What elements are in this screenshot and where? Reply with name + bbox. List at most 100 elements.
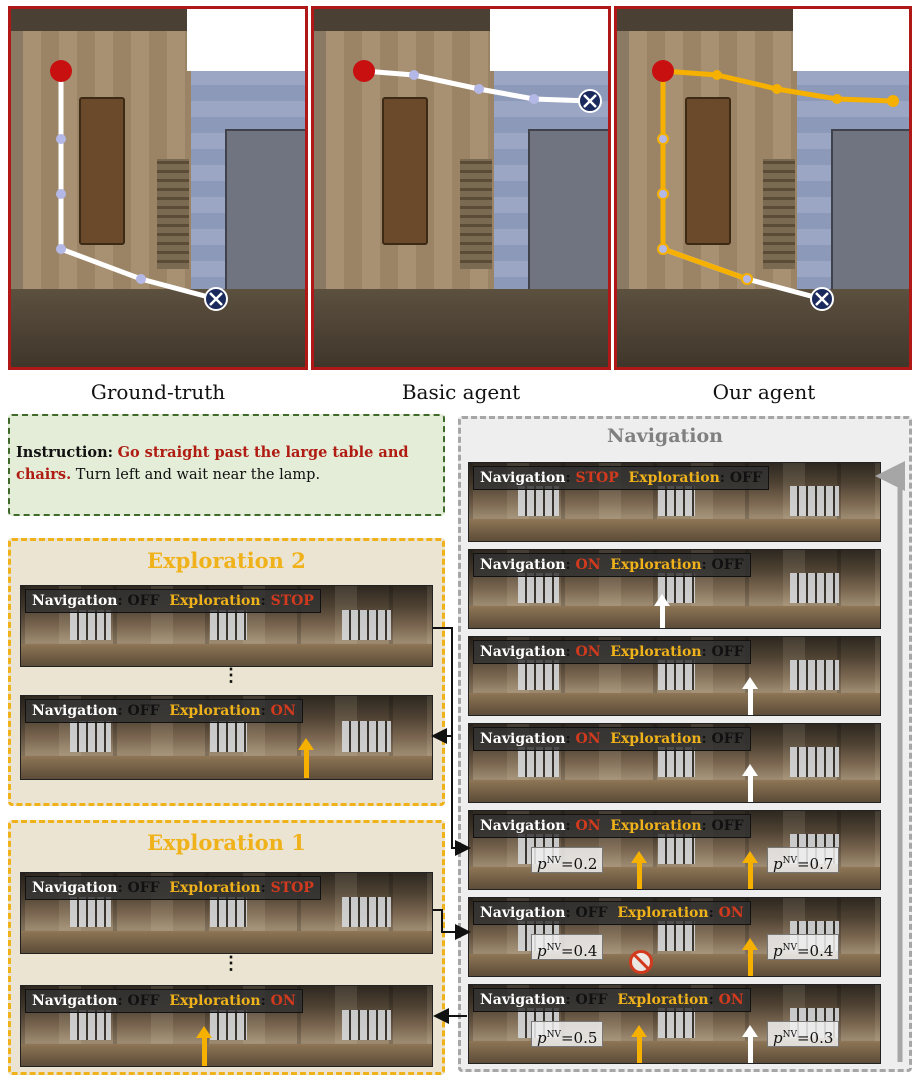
direction-arrow	[742, 1025, 758, 1063]
map-basic-agent	[311, 6, 611, 370]
status-bar: Navigation: OFF Exploration: ON	[25, 989, 303, 1013]
status-nav-label: Navigation	[32, 593, 118, 609]
status-nav-label: Navigation	[480, 470, 566, 486]
p-nv-left-box: pNV=0.5	[531, 1021, 604, 1047]
status-bar: Navigation: OFF Exploration: ON	[25, 699, 303, 723]
direction-arrow	[742, 677, 758, 715]
status-bar: Navigation: OFF Exploration: ON	[473, 901, 751, 925]
exp2-panorama-1: Navigation: OFF Exploration: STOP	[20, 585, 433, 667]
exploration-1-title: Exploration 1	[147, 830, 306, 855]
status-colon: :	[708, 905, 719, 921]
p-nv-left-box: pNV=0.4	[531, 934, 604, 960]
exploration-2-title: Exploration 2	[147, 548, 306, 573]
status-colon: :	[719, 470, 730, 486]
status-bar: Navigation: ON Exploration: OFF	[473, 727, 751, 751]
status-bar: Navigation: STOP Exploration: OFF	[473, 466, 769, 490]
direction-arrow	[196, 1026, 212, 1066]
direction-arrow	[654, 594, 670, 628]
exp2-panorama-2: Navigation: OFF Exploration: ON	[20, 695, 433, 780]
nav-panorama-2: Navigation: ON Exploration: OFF	[468, 549, 881, 629]
status-exp-value: OFF	[711, 731, 744, 747]
status-colon: :	[117, 993, 128, 1009]
status-colon: :	[565, 644, 576, 660]
status-colon: :	[565, 818, 576, 834]
status-exp-label: Exploration	[607, 992, 709, 1008]
status-exp-value: ON	[718, 992, 744, 1008]
status-exp-label: Exploration	[607, 905, 709, 921]
status-nav-label: Navigation	[480, 731, 566, 747]
status-exp-label: Exploration	[159, 593, 261, 609]
status-colon: :	[565, 557, 576, 573]
status-nav-label: Navigation	[480, 644, 566, 660]
direction-arrow	[742, 851, 758, 889]
status-exp-label: Exploration	[600, 818, 702, 834]
status-nav-label: Navigation	[480, 992, 566, 1008]
status-colon: :	[701, 818, 712, 834]
connector-exp1-to-nav	[433, 909, 471, 940]
status-nav-label: Navigation	[480, 905, 566, 921]
status-nav-label: Navigation	[480, 557, 566, 573]
status-exp-label: Exploration	[159, 880, 261, 896]
p-nv-right-box: pNV=0.7	[767, 847, 840, 873]
basic-agent-path	[353, 60, 602, 113]
navigation-panel-title: Navigation	[606, 425, 723, 447]
status-exp-label: Exploration	[600, 557, 702, 573]
status-colon: :	[117, 593, 128, 609]
status-nav-value: ON	[575, 557, 601, 573]
status-nav-value: OFF	[575, 992, 608, 1008]
status-colon: :	[565, 731, 576, 747]
direction-arrow	[298, 738, 314, 778]
nav-panorama-6: Navigation: OFF Exploration: ON pNV=0.4 pN…	[468, 897, 881, 977]
status-colon: :	[701, 644, 712, 660]
nav-panorama-1: Navigation: STOP Exploration: OFF	[468, 462, 881, 542]
status-nav-value: OFF	[127, 703, 160, 719]
instruction-label: Instruction:	[16, 444, 113, 461]
status-exp-value: STOP	[270, 593, 314, 609]
direction-arrow	[742, 764, 758, 802]
status-exp-label: Exploration	[159, 703, 261, 719]
status-exp-value: ON	[270, 993, 296, 1009]
status-colon: :	[260, 880, 271, 896]
connector-exp2-to-nav	[433, 627, 471, 856]
status-colon: :	[565, 905, 576, 921]
status-bar: Navigation: OFF Exploration: STOP	[25, 589, 321, 613]
map-label-ground-truth: Ground-truth	[90, 380, 226, 404]
status-nav-value: ON	[575, 818, 601, 834]
status-bar: Navigation: ON Exploration: OFF	[473, 553, 751, 577]
status-nav-value: OFF	[127, 593, 160, 609]
status-exp-value: STOP	[270, 880, 314, 896]
status-exp-label: Exploration	[600, 644, 702, 660]
status-bar: Navigation: OFF Exploration: ON	[473, 988, 751, 1012]
status-colon: :	[708, 992, 719, 1008]
status-nav-value: OFF	[127, 993, 160, 1009]
status-colon: :	[701, 731, 712, 747]
status-exp-label: Exploration	[600, 731, 702, 747]
exp1-panorama-1: Navigation: OFF Exploration: STOP	[20, 872, 433, 954]
status-colon: :	[701, 557, 712, 573]
nav-panorama-3: Navigation: ON Exploration: OFF	[468, 636, 881, 716]
our-agent-path	[652, 60, 899, 311]
instruction-box: Instruction: Go straight past the large …	[8, 414, 445, 516]
status-nav-value: ON	[575, 644, 601, 660]
status-nav-value: OFF	[575, 905, 608, 921]
status-exp-value: OFF	[729, 470, 762, 486]
p-nv-right-box: pNV=0.4	[767, 934, 840, 960]
status-exp-value: OFF	[711, 644, 744, 660]
status-exp-label: Exploration	[159, 993, 261, 1009]
status-nav-label: Navigation	[32, 880, 118, 896]
direction-arrow	[631, 851, 647, 889]
status-colon: :	[260, 703, 271, 719]
exp1-panorama-2: Navigation: OFF Exploration: ON	[20, 985, 433, 1067]
status-exp-value: ON	[270, 703, 296, 719]
status-colon: :	[260, 993, 271, 1009]
status-nav-value: STOP	[575, 470, 619, 486]
status-bar: Navigation: ON Exploration: OFF	[473, 814, 751, 838]
status-colon: :	[117, 703, 128, 719]
status-exp-value: OFF	[711, 818, 744, 834]
status-exp-label: Exploration	[618, 470, 720, 486]
status-colon: :	[260, 593, 271, 609]
status-nav-label: Navigation	[32, 993, 118, 1009]
ground-truth-path	[50, 60, 228, 311]
